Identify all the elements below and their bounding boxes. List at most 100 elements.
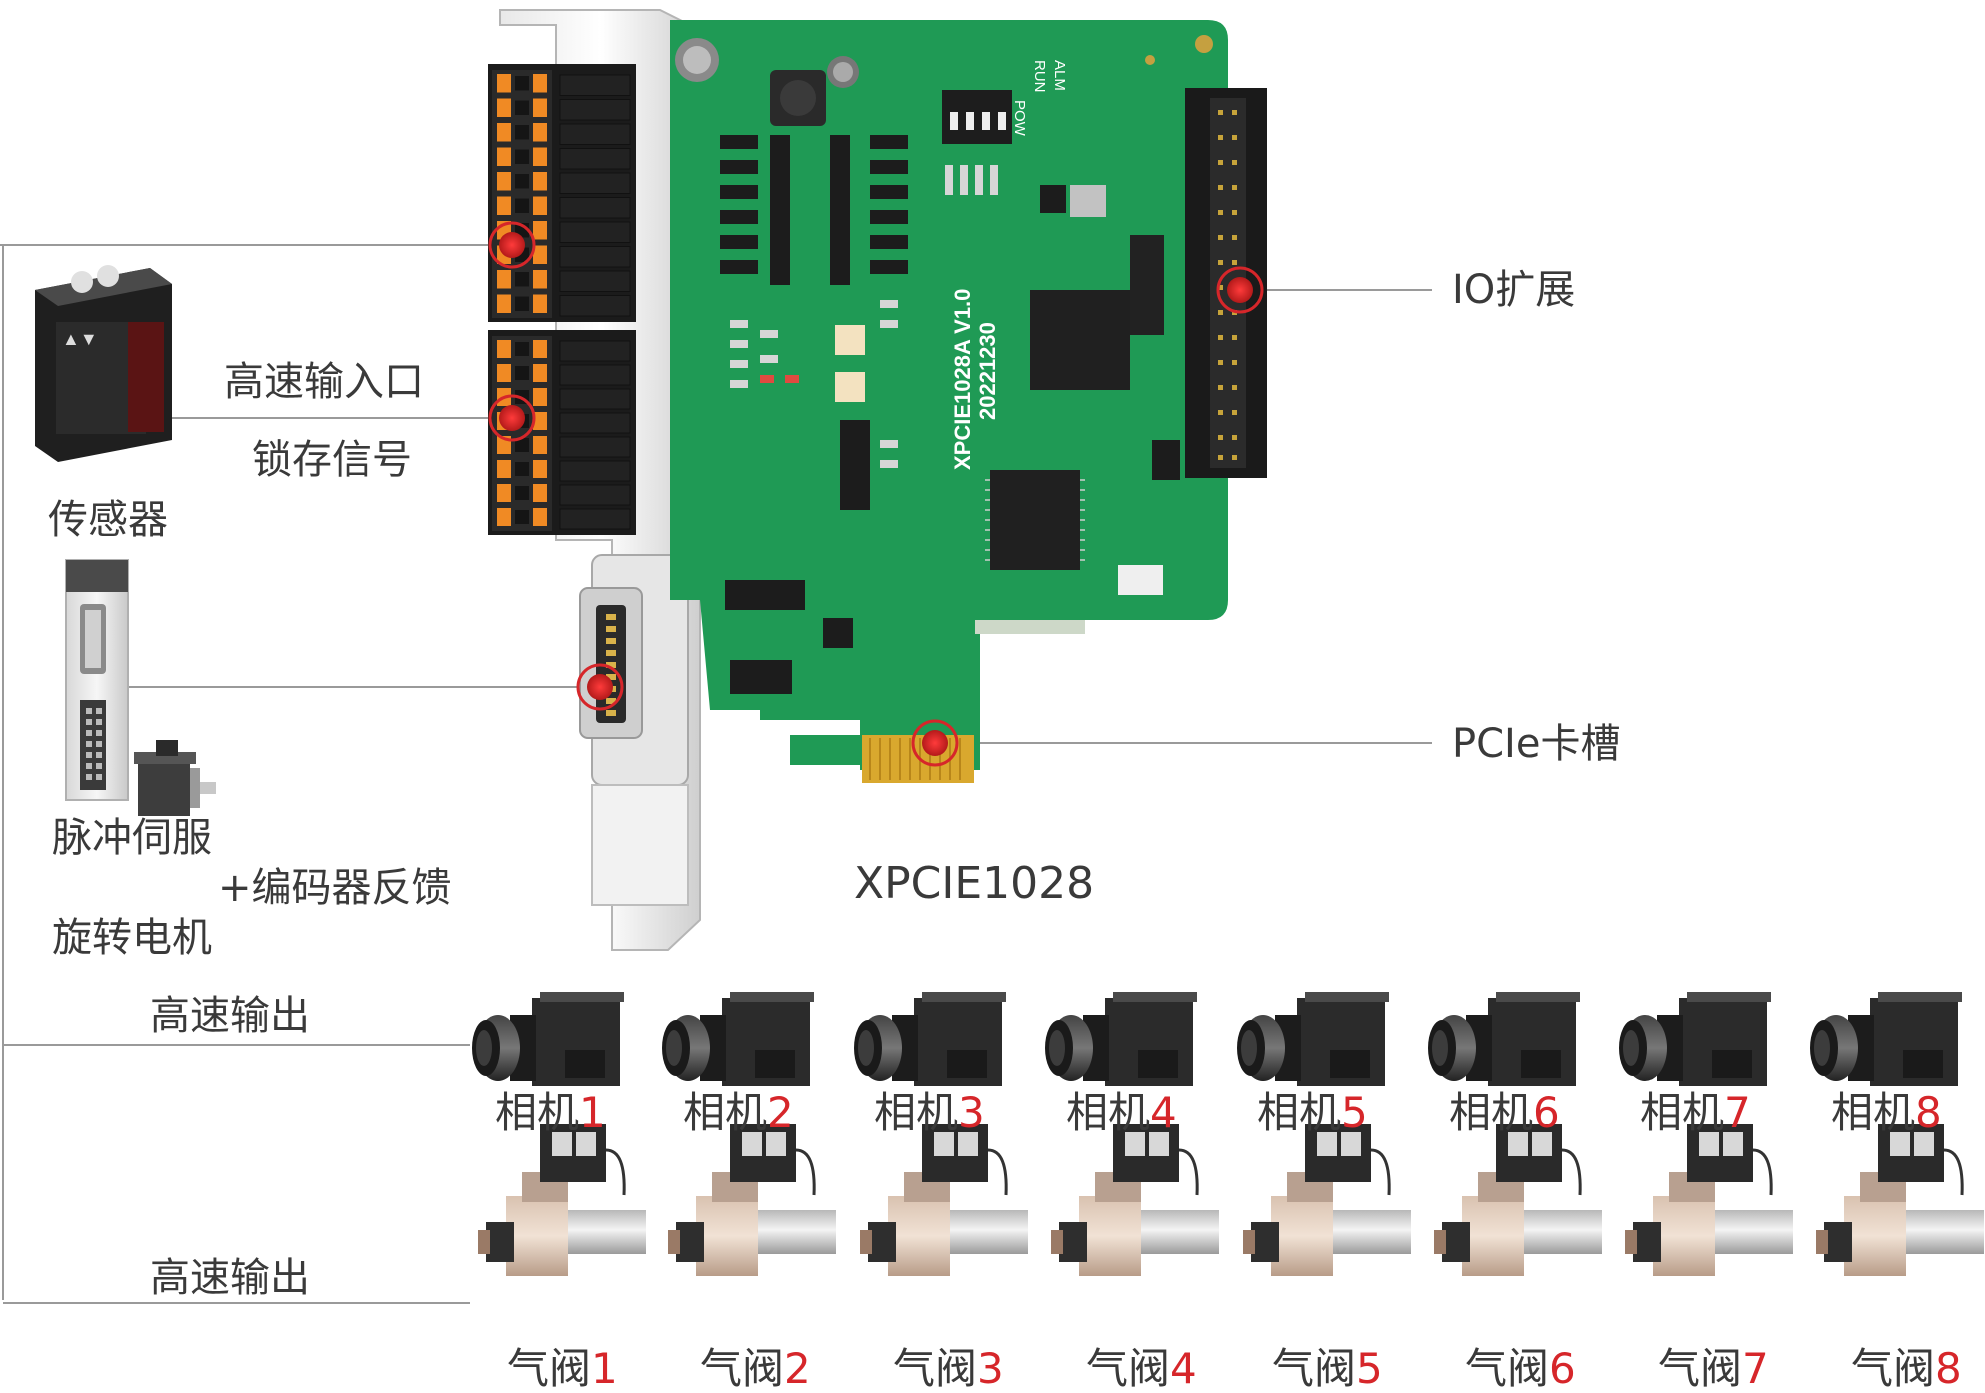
terminal-slot	[559, 388, 631, 410]
camera-name: 相机	[1831, 1088, 1916, 1137]
terminal-lever	[533, 484, 547, 502]
camera-number: 1	[579, 1088, 606, 1137]
camera-number: 4	[1150, 1088, 1177, 1137]
terminal-lever	[497, 123, 511, 142]
camera-name: 相机	[1257, 1088, 1342, 1137]
db-pin	[606, 674, 616, 680]
terminal-lever	[533, 98, 547, 117]
camera-name: 相机	[495, 1088, 580, 1137]
marker-dot	[922, 730, 948, 756]
marker-dot	[587, 674, 613, 700]
terminal-lever	[533, 436, 547, 454]
connection-markers	[488, 221, 1264, 767]
terminal-slot	[559, 246, 631, 268]
pcb-board: XPCIE1028A V1.0 20221230 POW RUN ALM	[670, 20, 1267, 783]
valve-caption: 气阀5	[1272, 1348, 1383, 1390]
valve-number: 7	[1742, 1344, 1769, 1393]
svg-text:▲▼: ▲▼	[62, 329, 98, 349]
encoder-db-connector	[579, 587, 643, 739]
pneumatic-valve	[1816, 1124, 1984, 1276]
valve-number: 2	[784, 1344, 811, 1393]
camera-name: 相机	[683, 1088, 768, 1137]
db-pin	[606, 614, 616, 620]
fpga-chip	[1030, 290, 1130, 390]
terminal-slot	[559, 172, 631, 194]
pcie-slot-label: PCIe卡槽	[1452, 721, 1621, 767]
terminal-hole	[515, 76, 529, 91]
terminal-lever	[533, 123, 547, 142]
terminal-slot	[559, 412, 631, 434]
pneumatic-valve	[1051, 1124, 1219, 1276]
valve-number: 4	[1170, 1344, 1197, 1393]
servo-pin	[96, 719, 102, 725]
db-pin	[606, 638, 616, 644]
terminal-lever	[497, 172, 511, 191]
terminal-hole	[515, 125, 529, 140]
industrial-camera	[1619, 992, 1771, 1086]
pneumatic-valve	[1625, 1124, 1793, 1276]
camera-name: 相机	[1449, 1088, 1534, 1137]
connection-lines	[0, 244, 1432, 1304]
valve-name: 气阀	[1086, 1344, 1171, 1393]
rotary-motor-label: 旋转电机	[52, 915, 212, 961]
terminal-slot	[559, 364, 631, 386]
terminal-lever	[533, 388, 547, 406]
camera-caption: 相机2	[683, 1092, 794, 1134]
pneumatic-valve	[860, 1124, 1028, 1276]
pneumatic-valve	[478, 1124, 646, 1276]
terminal-lever	[533, 74, 547, 93]
camera-number: 8	[1915, 1088, 1942, 1137]
servo-pin	[96, 774, 102, 780]
led-run-label: RUN	[1031, 60, 1048, 93]
pneumatic-valve	[1434, 1124, 1602, 1276]
terminal-slot	[559, 508, 631, 530]
mcu-chip	[990, 470, 1080, 570]
db-pin	[606, 626, 616, 632]
terminal-lever	[533, 172, 547, 191]
db-pin	[606, 698, 616, 704]
terminal-slot	[559, 123, 631, 145]
servo-pin	[86, 763, 92, 769]
valve-name: 气阀	[893, 1344, 978, 1393]
camera-row	[472, 992, 1962, 1086]
servo-pin	[86, 730, 92, 736]
valve-name: 气阀	[1658, 1344, 1743, 1393]
terminal-lever	[533, 221, 547, 240]
led-alm-label: ALM	[1051, 60, 1068, 91]
terminal-lever	[497, 340, 511, 358]
valve-caption: 气阀7	[1658, 1348, 1769, 1390]
terminal-lever	[497, 508, 511, 526]
terminal-slot	[559, 99, 631, 121]
io-expansion-label: IO扩展	[1452, 267, 1576, 313]
terminal-hole	[515, 174, 529, 189]
terminal-slot	[559, 460, 631, 482]
marker-dot	[1227, 277, 1253, 303]
valve-number: 5	[1356, 1344, 1383, 1393]
servo-pin	[96, 763, 102, 769]
valve-name: 气阀	[507, 1344, 592, 1393]
camera-caption: 相机7	[1640, 1092, 1751, 1134]
latch-signal-label: 锁存信号	[252, 437, 412, 483]
camera-caption: 相机3	[874, 1092, 985, 1134]
terminal-slot	[559, 221, 631, 243]
terminal-slot	[559, 197, 631, 219]
terminal-hole	[515, 438, 529, 452]
servo-pin	[86, 752, 92, 758]
servo-motor	[134, 740, 216, 816]
encoder-feedback-label: +编码器反馈	[218, 865, 452, 911]
terminal-block-lower	[488, 330, 636, 535]
terminal-block-upper	[488, 64, 636, 322]
valve-row	[478, 1124, 1984, 1276]
servo-drive	[65, 559, 129, 801]
terminal-lever	[533, 508, 547, 526]
marker-ring	[911, 719, 959, 767]
board-model-silkscreen: XPCIE1028A V1.0	[950, 289, 975, 470]
marker-ring	[576, 663, 624, 711]
industrial-camera	[1428, 992, 1580, 1086]
terminal-lever	[533, 245, 547, 264]
terminal-lever	[533, 147, 547, 166]
terminal-slot	[559, 270, 631, 292]
valve-output-label: 高速输出	[150, 1255, 310, 1301]
